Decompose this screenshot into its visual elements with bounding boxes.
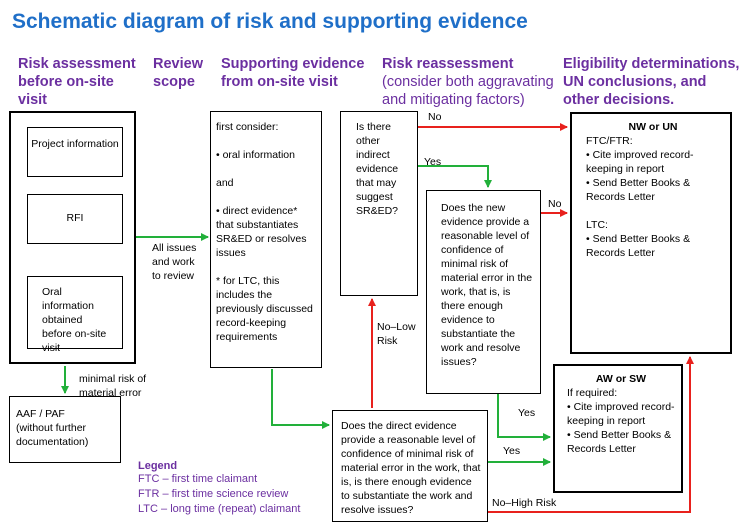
aaf-paf-box: AAF / PAF (without further documentation…	[9, 396, 121, 463]
legend-item: FTC – first time claimant	[138, 473, 258, 485]
aw-sw-body: If required: • Cite improved record-keep…	[567, 387, 675, 455]
label-no-right: No	[548, 198, 562, 210]
nw-un-title: NW or UN	[628, 121, 678, 133]
label-minimal-risk: minimal risk of material error	[79, 373, 147, 399]
aw-sw-box: AW or SW If required: • Cite improved re…	[553, 364, 683, 493]
supporting-evidence-text: first consider: • oral information and •…	[216, 121, 313, 343]
heading-review-scope: Review scope	[153, 56, 203, 90]
arrow-to-direct-evidence	[271, 369, 330, 429]
label-yes-1: Yes	[518, 407, 536, 419]
heading-eligibility: Eligibility determinations, UN conclusio…	[563, 56, 740, 108]
label-yes-top: Yes	[424, 156, 442, 168]
arrow-yes-new-evidence	[497, 394, 551, 441]
indirect-evidence-box: Is there other indirect evidence that ma…	[340, 111, 418, 296]
heading-risk-reassessment: Risk reassessment	[382, 56, 514, 72]
legend-item: LTC – long time (repeat) claimant	[138, 503, 301, 515]
label-no-high-risk: No–High Risk	[492, 497, 557, 509]
diagram-title: Schematic diagram of risk and supporting…	[12, 10, 528, 33]
rfi-box: RFI	[27, 194, 123, 244]
project-info-box: Project information	[27, 127, 123, 177]
label-all-issues: All issues and work to review	[152, 242, 197, 282]
nw-un-box: NW or UN FTC/FTR: • Cite improved record…	[570, 112, 732, 354]
new-evidence-box: Does the new evidence provide a reasonab…	[426, 190, 541, 394]
arrow-yes-top	[418, 165, 492, 188]
label-yes-2: Yes	[503, 445, 521, 457]
legend-item: FTR – first time science review	[138, 488, 289, 500]
aw-sw-title: AW or SW	[595, 373, 647, 385]
heading-risk-assessment: Risk assessment before on-site visit	[18, 56, 136, 108]
legend-title: Legend	[138, 460, 178, 472]
heading-risk-reassessment-sub: (consider both aggravating and mitigatin…	[382, 74, 554, 108]
label-no-low-risk: No–Low Risk	[377, 321, 416, 347]
arrow-no-high-risk	[488, 356, 694, 513]
label-no-top: No	[428, 111, 442, 123]
legend: Legend FTC – first time claimant FTR – f…	[138, 460, 300, 517]
oral-info-box: Oral information obtained before on-site…	[27, 276, 123, 354]
direct-evidence-box: Does the direct evidence provide a reaso…	[332, 410, 488, 522]
supporting-evidence-box: first consider: • oral information and •…	[210, 111, 322, 368]
nw-un-body: FTC/FTR: • Cite improved record-keeping …	[586, 135, 694, 259]
heading-supporting-evidence: Supporting evidence from on-site visit	[221, 56, 365, 90]
